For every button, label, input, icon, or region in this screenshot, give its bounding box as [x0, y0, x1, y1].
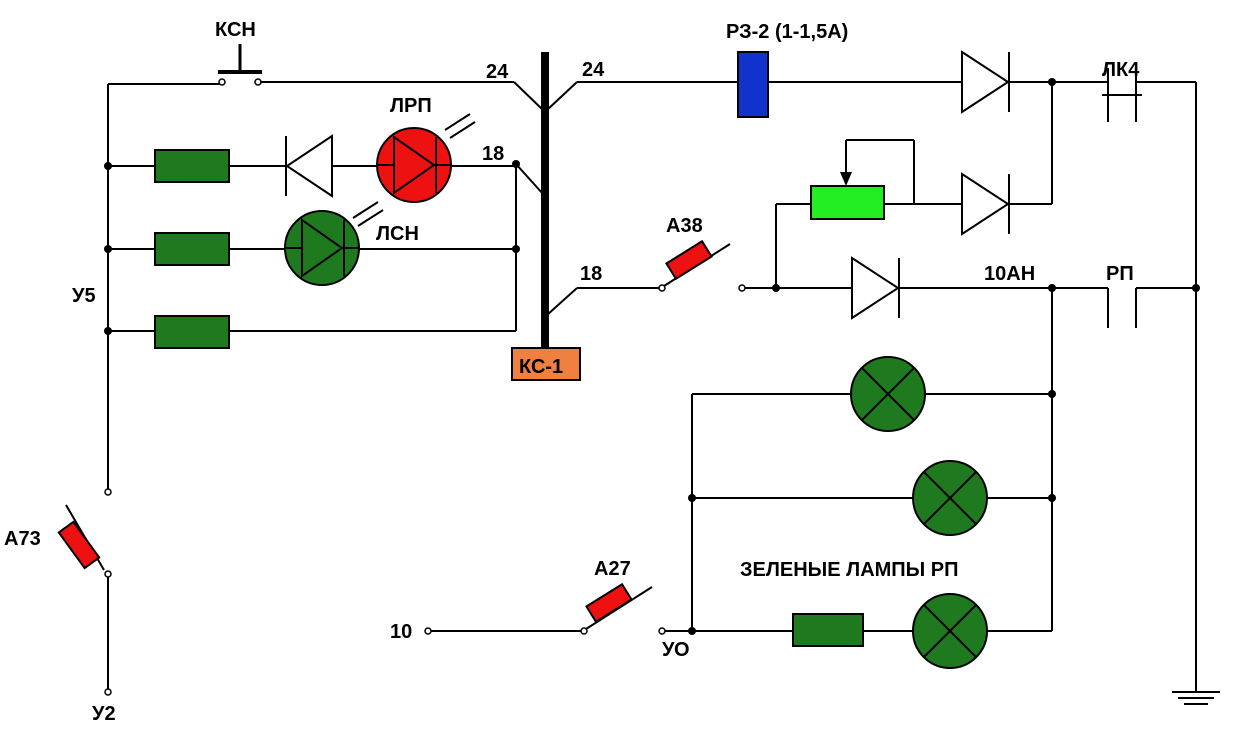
label-24-left: 24 [486, 61, 509, 83]
label-lrp: ЛРП [390, 95, 432, 117]
ground-icon [1172, 691, 1220, 705]
label-green-lamps: ЗЕЛЕНЫЕ ЛАМПЫ РП [740, 559, 959, 581]
signal-lamp-icon [912, 593, 988, 669]
label-18-mid: 18 [580, 263, 602, 285]
label-a27: А27 [594, 558, 631, 580]
label-lk4: ЛК4 [1102, 59, 1140, 81]
row-3 [108, 315, 516, 349]
led-lrp-icon [376, 113, 476, 203]
resistor-4 [792, 613, 864, 647]
label-10ah: 10АН [984, 263, 1035, 285]
resistor-3 [154, 315, 230, 349]
rp-contact [1107, 288, 1137, 328]
ks1-connector [511, 347, 581, 381]
label-lsn: ЛСН [376, 223, 419, 245]
diode-icon [851, 256, 900, 320]
label-18-top: 18 [482, 143, 504, 165]
label-uo: УО [662, 639, 690, 661]
label-rp: РП [1106, 263, 1134, 285]
label-u5: У5 [72, 285, 96, 307]
row-lsn [108, 201, 516, 286]
lk4-contact [1102, 68, 1142, 122]
diode-icon [285, 134, 333, 198]
label-24-right: 24 [582, 59, 605, 81]
label-u2: У2 [92, 703, 116, 725]
left-bus [107, 83, 220, 490]
potentiometer [810, 139, 915, 220]
ks1-harness [511, 52, 740, 381]
label-ksn: КСН [215, 19, 256, 41]
resistor-2 [154, 232, 230, 266]
relay-rz2 [737, 51, 769, 118]
signal-lamp-icon [850, 356, 926, 432]
resistor-1 [154, 149, 230, 183]
label-a38: А38 [666, 215, 703, 237]
label-a73: А73 [4, 528, 41, 550]
ksn-push-button [218, 44, 514, 86]
label-ks1: КС-1 [519, 356, 563, 378]
led-lsn-icon [284, 201, 384, 286]
a27-switch [585, 582, 653, 630]
row-lrp [108, 113, 516, 203]
a73-switch [57, 504, 105, 571]
diode-icon [961, 172, 1010, 236]
label-10: 10 [390, 621, 412, 643]
diode-icon [961, 50, 1010, 114]
label-rz2: РЗ-2 (1-1,5А) [726, 21, 848, 43]
a38-switch [663, 239, 731, 287]
signal-lamp-icon [912, 460, 988, 536]
